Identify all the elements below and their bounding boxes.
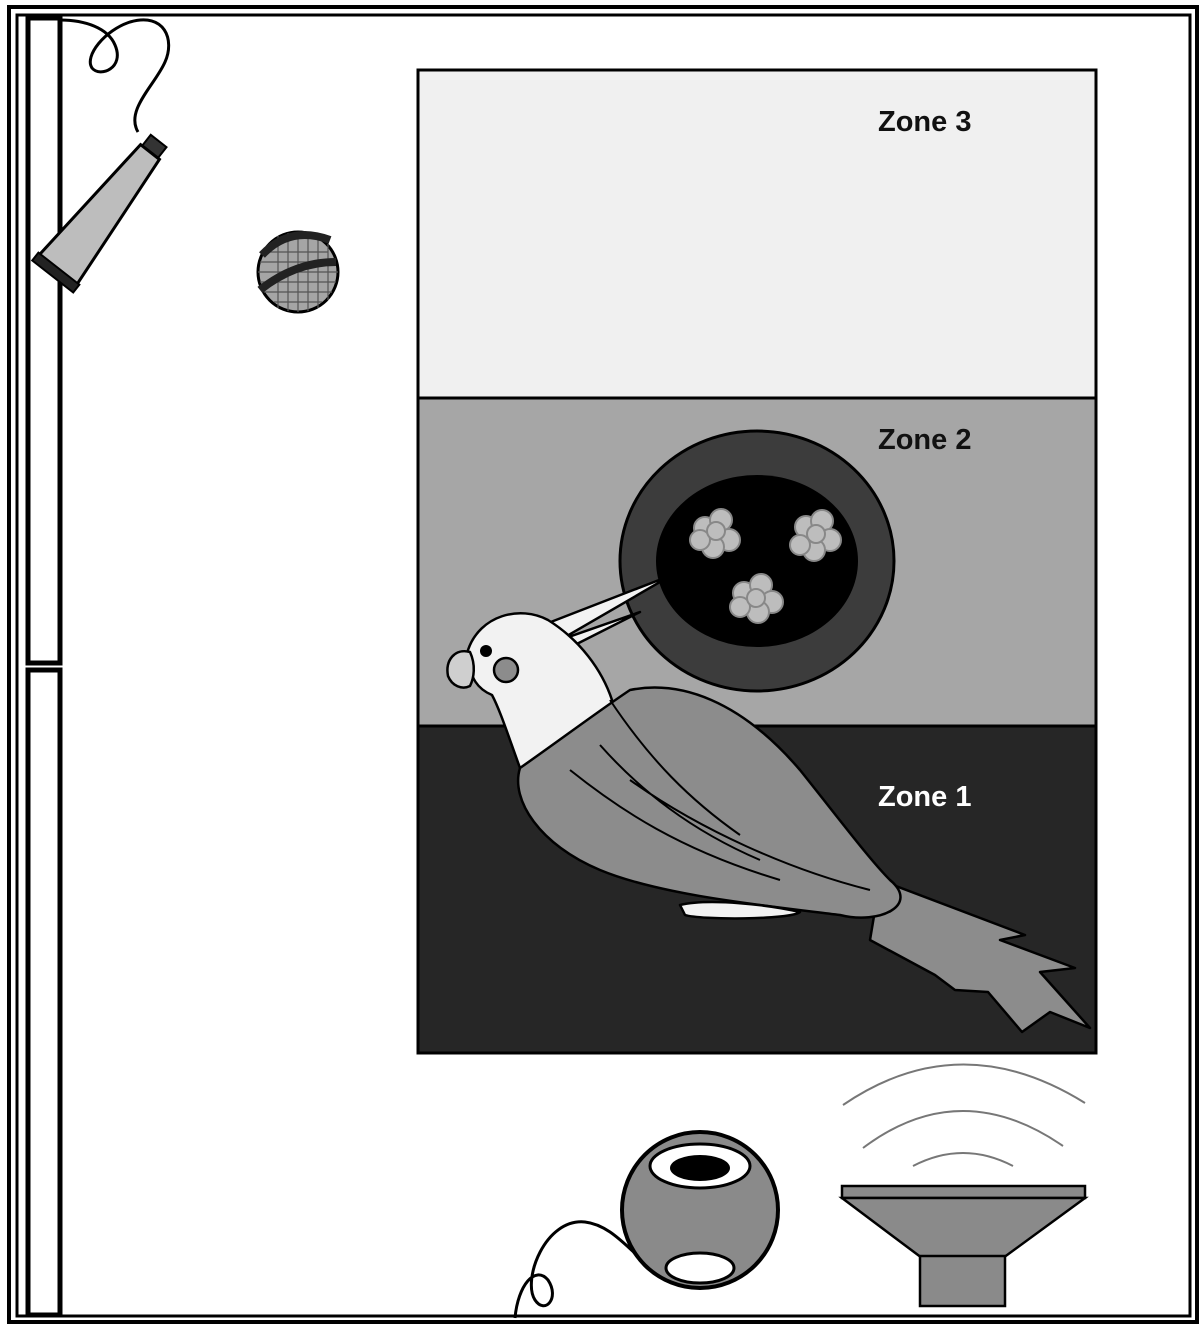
zone-1-label: Zone 1 [878, 781, 971, 813]
room-inner-frame [15, 13, 1192, 1318]
microphone-icon [30, 18, 340, 314]
zone-3-area [416, 68, 1098, 400]
zone-2-label: Zone 2 [878, 424, 971, 456]
camera-icon [513, 1130, 780, 1319]
seed-cluster [689, 508, 741, 559]
loudspeaker-icon [838, 1063, 1089, 1308]
zone-3-label: Zone 3 [878, 106, 971, 138]
food-bowl-icon [618, 429, 896, 693]
cockatiel-icon [446, 573, 1092, 1034]
seed-cluster [729, 573, 784, 624]
seed-cluster [789, 509, 842, 562]
door-icon [25, 15, 63, 1318]
